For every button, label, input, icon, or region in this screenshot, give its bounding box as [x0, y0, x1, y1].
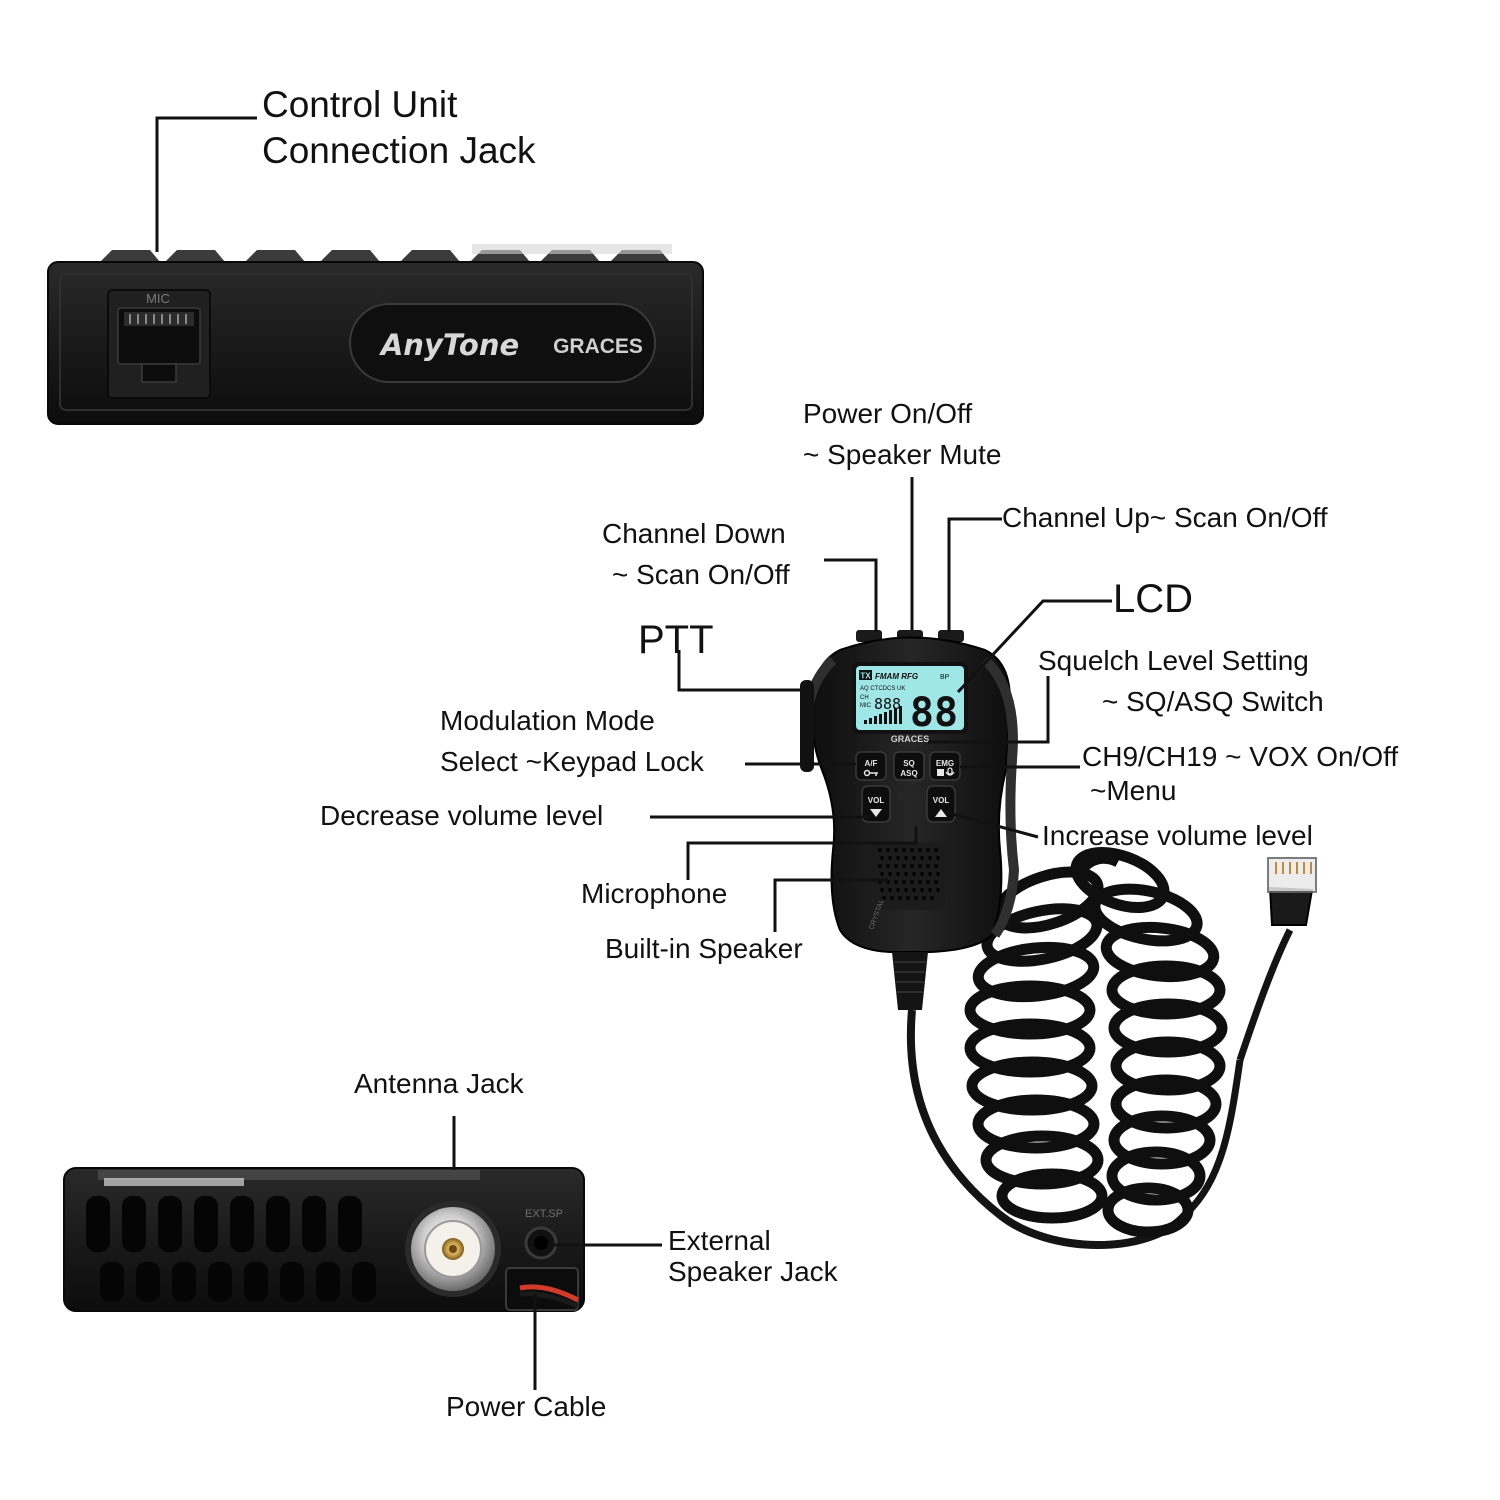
brand-logo: AnyTone: [379, 328, 519, 362]
label-line: ~ Scan On/Off: [612, 559, 790, 590]
coiled-cord: [906, 847, 1317, 1249]
label-microphone: Microphone: [581, 878, 728, 909]
lcd-small-digits: 888: [874, 695, 901, 713]
key-lock-icon: [863, 769, 878, 777]
power-cable-socket: [505, 1267, 580, 1311]
radio-front-view: MIC AnyTone GRACES: [47, 244, 704, 425]
lcd-bp: BP: [940, 674, 950, 681]
label-modulation: Modulation Mode Select ~Keypad Lock: [440, 700, 704, 782]
mic-port-label: MIC: [146, 291, 170, 306]
down-arrow-icon: [870, 809, 882, 817]
label-line: Squelch Level Setting: [1038, 645, 1309, 676]
ptt-key: [800, 680, 814, 772]
external-speaker-jack: EXT.SP: [524, 1208, 563, 1260]
label-line: Channel Down: [602, 518, 786, 549]
label-vol-down: Decrease volume level: [320, 800, 604, 831]
mic-brand-logo: GRACES: [891, 734, 930, 744]
up-arrow-icon: [935, 809, 947, 817]
lcd-row2: AQ CTCDCS UK: [860, 686, 905, 692]
label-line: ~ Speaker Mute: [803, 439, 1002, 470]
label-line: Speaker Jack: [668, 1256, 838, 1287]
microphone-handset: TX FMAM RFG BP AQ CTCDCS UK CH MIC 888 8…: [800, 630, 1020, 1010]
label-ch9: CH9/CH19 ~ VOX On/Off ~Menu: [1082, 740, 1398, 808]
label-vol-up: Increase volume level: [1042, 820, 1313, 851]
channel-up-key: [938, 630, 964, 642]
radio-rear-view: EXT.SP: [63, 1167, 585, 1312]
label-speaker: Built-in Speaker: [605, 933, 803, 964]
label-power: Power On/Off ~ Speaker Mute: [803, 393, 1001, 475]
label-line: CH9/CH19 ~ VOX On/Off: [1082, 741, 1399, 772]
label-ext-speaker: External Speaker Jack: [668, 1225, 838, 1287]
asq-key-label: ASQ: [900, 769, 917, 778]
emg-key-label: EMG: [936, 759, 954, 768]
label-line: Select ~Keypad Lock: [440, 746, 704, 777]
lcd-mode: FMAM RFG: [875, 672, 918, 681]
brand-plate: AnyTone GRACES: [349, 303, 656, 383]
menu-icon: [937, 769, 944, 776]
rj45-plug: [1267, 857, 1317, 926]
label-line: ~Menu: [1090, 775, 1177, 806]
leader-lines: [155, 116, 1112, 1390]
channel-down-key: [856, 630, 882, 642]
vol-up-label: VOL: [933, 796, 950, 805]
mic-port: [897, 792, 921, 800]
label-antenna: Antenna Jack: [354, 1068, 524, 1099]
label-line: Modulation Mode: [440, 705, 655, 736]
label-channel-down: Channel Down ~ Scan On/Off: [602, 513, 790, 595]
label-line: Control Unit: [262, 84, 458, 125]
label-line: ~ SQ/ASQ Switch: [1102, 686, 1324, 717]
speaker-grille: [870, 842, 950, 910]
af-key-label: A/F: [865, 759, 878, 768]
vol-down-label: VOL: [868, 796, 885, 805]
lcd-ch: CH: [860, 695, 869, 701]
label-line: Connection Jack: [262, 130, 536, 172]
label-line: Power On/Off: [803, 398, 973, 429]
model-logo: GRACES: [553, 335, 643, 358]
top-label-strip: [472, 244, 672, 254]
mic-jack: MIC: [107, 289, 211, 399]
af-key: [855, 751, 887, 781]
sq-key-label: SQ: [903, 759, 915, 768]
label-lcd: LCD: [1113, 577, 1194, 621]
heat-sink: [86, 1196, 376, 1302]
sq-key: [893, 751, 925, 781]
lcd-tx: TX: [860, 672, 871, 681]
label-control-unit-jack: Control Unit Connection Jack: [262, 82, 536, 175]
ext-port-label: EXT.SP: [525, 1208, 563, 1220]
vox-mic-icon: [945, 767, 955, 776]
volume-down-key: [861, 785, 891, 823]
label-channel-up: Channel Up~ Scan On/Off: [1002, 502, 1328, 533]
antenna-connector: [405, 1201, 501, 1297]
lcd-digits: 88: [910, 690, 958, 736]
lcd-signal-bars: [864, 706, 902, 724]
label-ptt: PTT: [638, 618, 714, 662]
lcd-screen: [856, 666, 964, 730]
lcd-mic: MIC: [860, 703, 872, 709]
label-line: External: [668, 1225, 771, 1256]
label-squelch: Squelch Level Setting ~ SQ/ASQ Switch: [1038, 640, 1324, 722]
label-power-cable: Power Cable: [446, 1391, 607, 1422]
